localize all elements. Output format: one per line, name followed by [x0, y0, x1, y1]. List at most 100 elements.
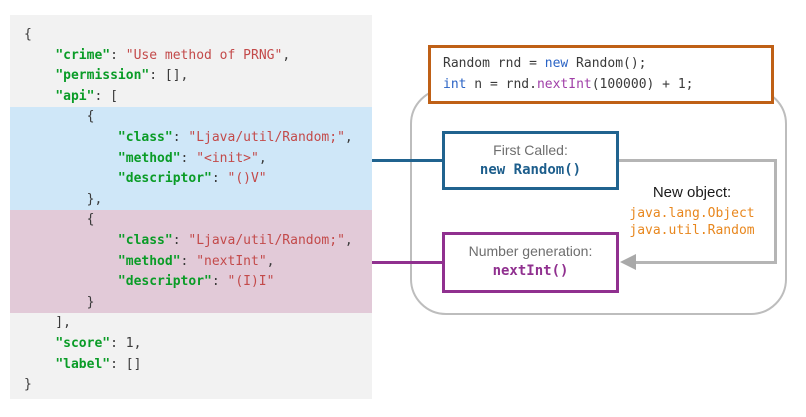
json-code-lines: { "crime": "Use method of PRNG", "permis…: [10, 15, 372, 396]
code-token: "descriptor": [117, 274, 212, 290]
code-token: (100000) + 1;: [591, 77, 694, 92]
code-token: :: [180, 150, 197, 166]
code-token: "Ljava/util/Random;": [188, 129, 345, 145]
code-token: {: [24, 212, 95, 228]
code-token: "class": [117, 232, 173, 248]
code-line: {: [10, 210, 372, 231]
code-line: "class": "Ljava/util/Random;",: [10, 230, 372, 252]
code-token: "Ljava/util/Random;": [188, 232, 345, 248]
object-type-java-util-random: java.util.Random: [629, 222, 755, 238]
new-object-label: New object:: [652, 184, 732, 201]
code-token: [24, 171, 118, 186]
first-called-box: First Called: new Random(): [442, 131, 619, 190]
code-token: :: [172, 129, 189, 145]
code-token: "nextInt": [196, 253, 267, 269]
code-token: },: [24, 191, 103, 207]
code-token: ,: [344, 129, 353, 145]
arrowhead-left-icon: [620, 254, 636, 270]
object-type-java-lang-object: java.lang.Object: [629, 206, 755, 221]
code-line: Random rnd = new Random();: [443, 53, 771, 74]
code-token: "class": [117, 129, 173, 145]
code-token: :: [211, 274, 228, 290]
code-token: int: [443, 77, 467, 92]
number-generation-code: nextInt(): [492, 263, 569, 279]
number-generation-title: Number generation:: [468, 243, 593, 259]
code-token: : []: [110, 356, 142, 372]
object-arrow-right-segment: [774, 159, 777, 264]
code-token: "<init>": [196, 150, 259, 166]
json-code-panel: { "crime": "Use method of PRNG", "permis…: [10, 15, 372, 399]
first-called-code: new Random(): [479, 162, 582, 178]
code-token: : 1,: [110, 335, 142, 351]
code-token: {: [24, 109, 95, 125]
code-line: "crime": "Use method of PRNG",: [10, 46, 372, 67]
code-token: Random();: [568, 56, 647, 71]
first-called-title: First Called:: [493, 142, 568, 158]
code-token: [24, 68, 55, 83]
code-token: "Use method of PRNG": [125, 47, 283, 63]
code-token: : [: [94, 88, 118, 104]
code-token: [24, 151, 118, 166]
new-object-annotation: New object: java.lang.Object java.util.R…: [622, 184, 762, 239]
code-token: ,: [258, 150, 267, 166]
code-token: new: [544, 56, 569, 71]
code-line: {: [10, 107, 372, 128]
code-token: "method": [117, 150, 181, 166]
code-token: {: [24, 27, 32, 42]
code-line: "label": []: [10, 355, 372, 376]
code-token: "()V": [227, 171, 267, 187]
code-line: "method": "<init>",: [10, 148, 372, 170]
code-token: n = rnd.: [466, 77, 537, 92]
object-arrow-top-segment: [619, 159, 777, 162]
code-token: ],: [24, 315, 71, 331]
code-token: :: [211, 171, 228, 187]
code-token: "score": [55, 335, 111, 351]
code-token: ,: [282, 47, 291, 63]
java-snippet-box: Random rnd = new Random();int n = rnd.ne…: [428, 45, 774, 104]
code-token: :: [110, 47, 126, 63]
code-token: [24, 89, 55, 104]
code-token: ,: [266, 253, 275, 269]
number-generation-box: Number generation: nextInt(): [442, 232, 619, 293]
code-token: "permission": [55, 68, 150, 84]
code-token: "descriptor": [117, 171, 212, 187]
new-object-types: java.lang.Object java.util.Random: [622, 206, 762, 239]
code-token: nextInt: [536, 77, 592, 92]
code-line: "method": "nextInt",: [10, 251, 372, 273]
code-line: "class": "Ljava/util/Random;",: [10, 127, 372, 149]
code-line: ],: [10, 313, 372, 334]
code-token: "method": [117, 253, 181, 269]
code-token: [24, 254, 118, 269]
code-token: [24, 233, 118, 248]
code-token: "label": [55, 356, 111, 372]
code-line: }: [10, 292, 372, 314]
code-line: },: [10, 189, 372, 211]
code-line: {: [10, 25, 372, 46]
code-token: [24, 357, 55, 372]
code-token: [24, 130, 118, 145]
code-token: ,: [344, 232, 353, 248]
code-token: Random rnd =: [443, 56, 545, 71]
connector-nextint-line: [372, 261, 442, 264]
code-token: : [],: [149, 68, 189, 84]
code-token: }: [24, 294, 95, 310]
code-token: "api": [55, 88, 95, 104]
code-token: [24, 48, 55, 63]
java-snippet-lines: Random rnd = new Random();int n = rnd.ne…: [443, 53, 771, 95]
code-line: "api": [: [10, 87, 372, 108]
code-token: [24, 274, 118, 289]
code-line: "descriptor": "(I)I": [10, 272, 372, 293]
code-line: "score": 1,: [10, 334, 372, 355]
code-token: :: [172, 232, 189, 248]
object-arrow-bottom-segment: [634, 261, 777, 264]
connector-init-line: [372, 159, 442, 162]
code-line: }: [10, 375, 372, 396]
code-line: int n = rnd.nextInt(100000) + 1;: [443, 74, 771, 95]
code-line: "descriptor": "()V": [10, 169, 372, 190]
code-token: "(I)I": [227, 274, 275, 290]
code-line: "permission": [],: [10, 66, 372, 87]
code-token: }: [24, 377, 32, 393]
code-token: :: [180, 253, 197, 269]
code-token: [24, 336, 55, 351]
